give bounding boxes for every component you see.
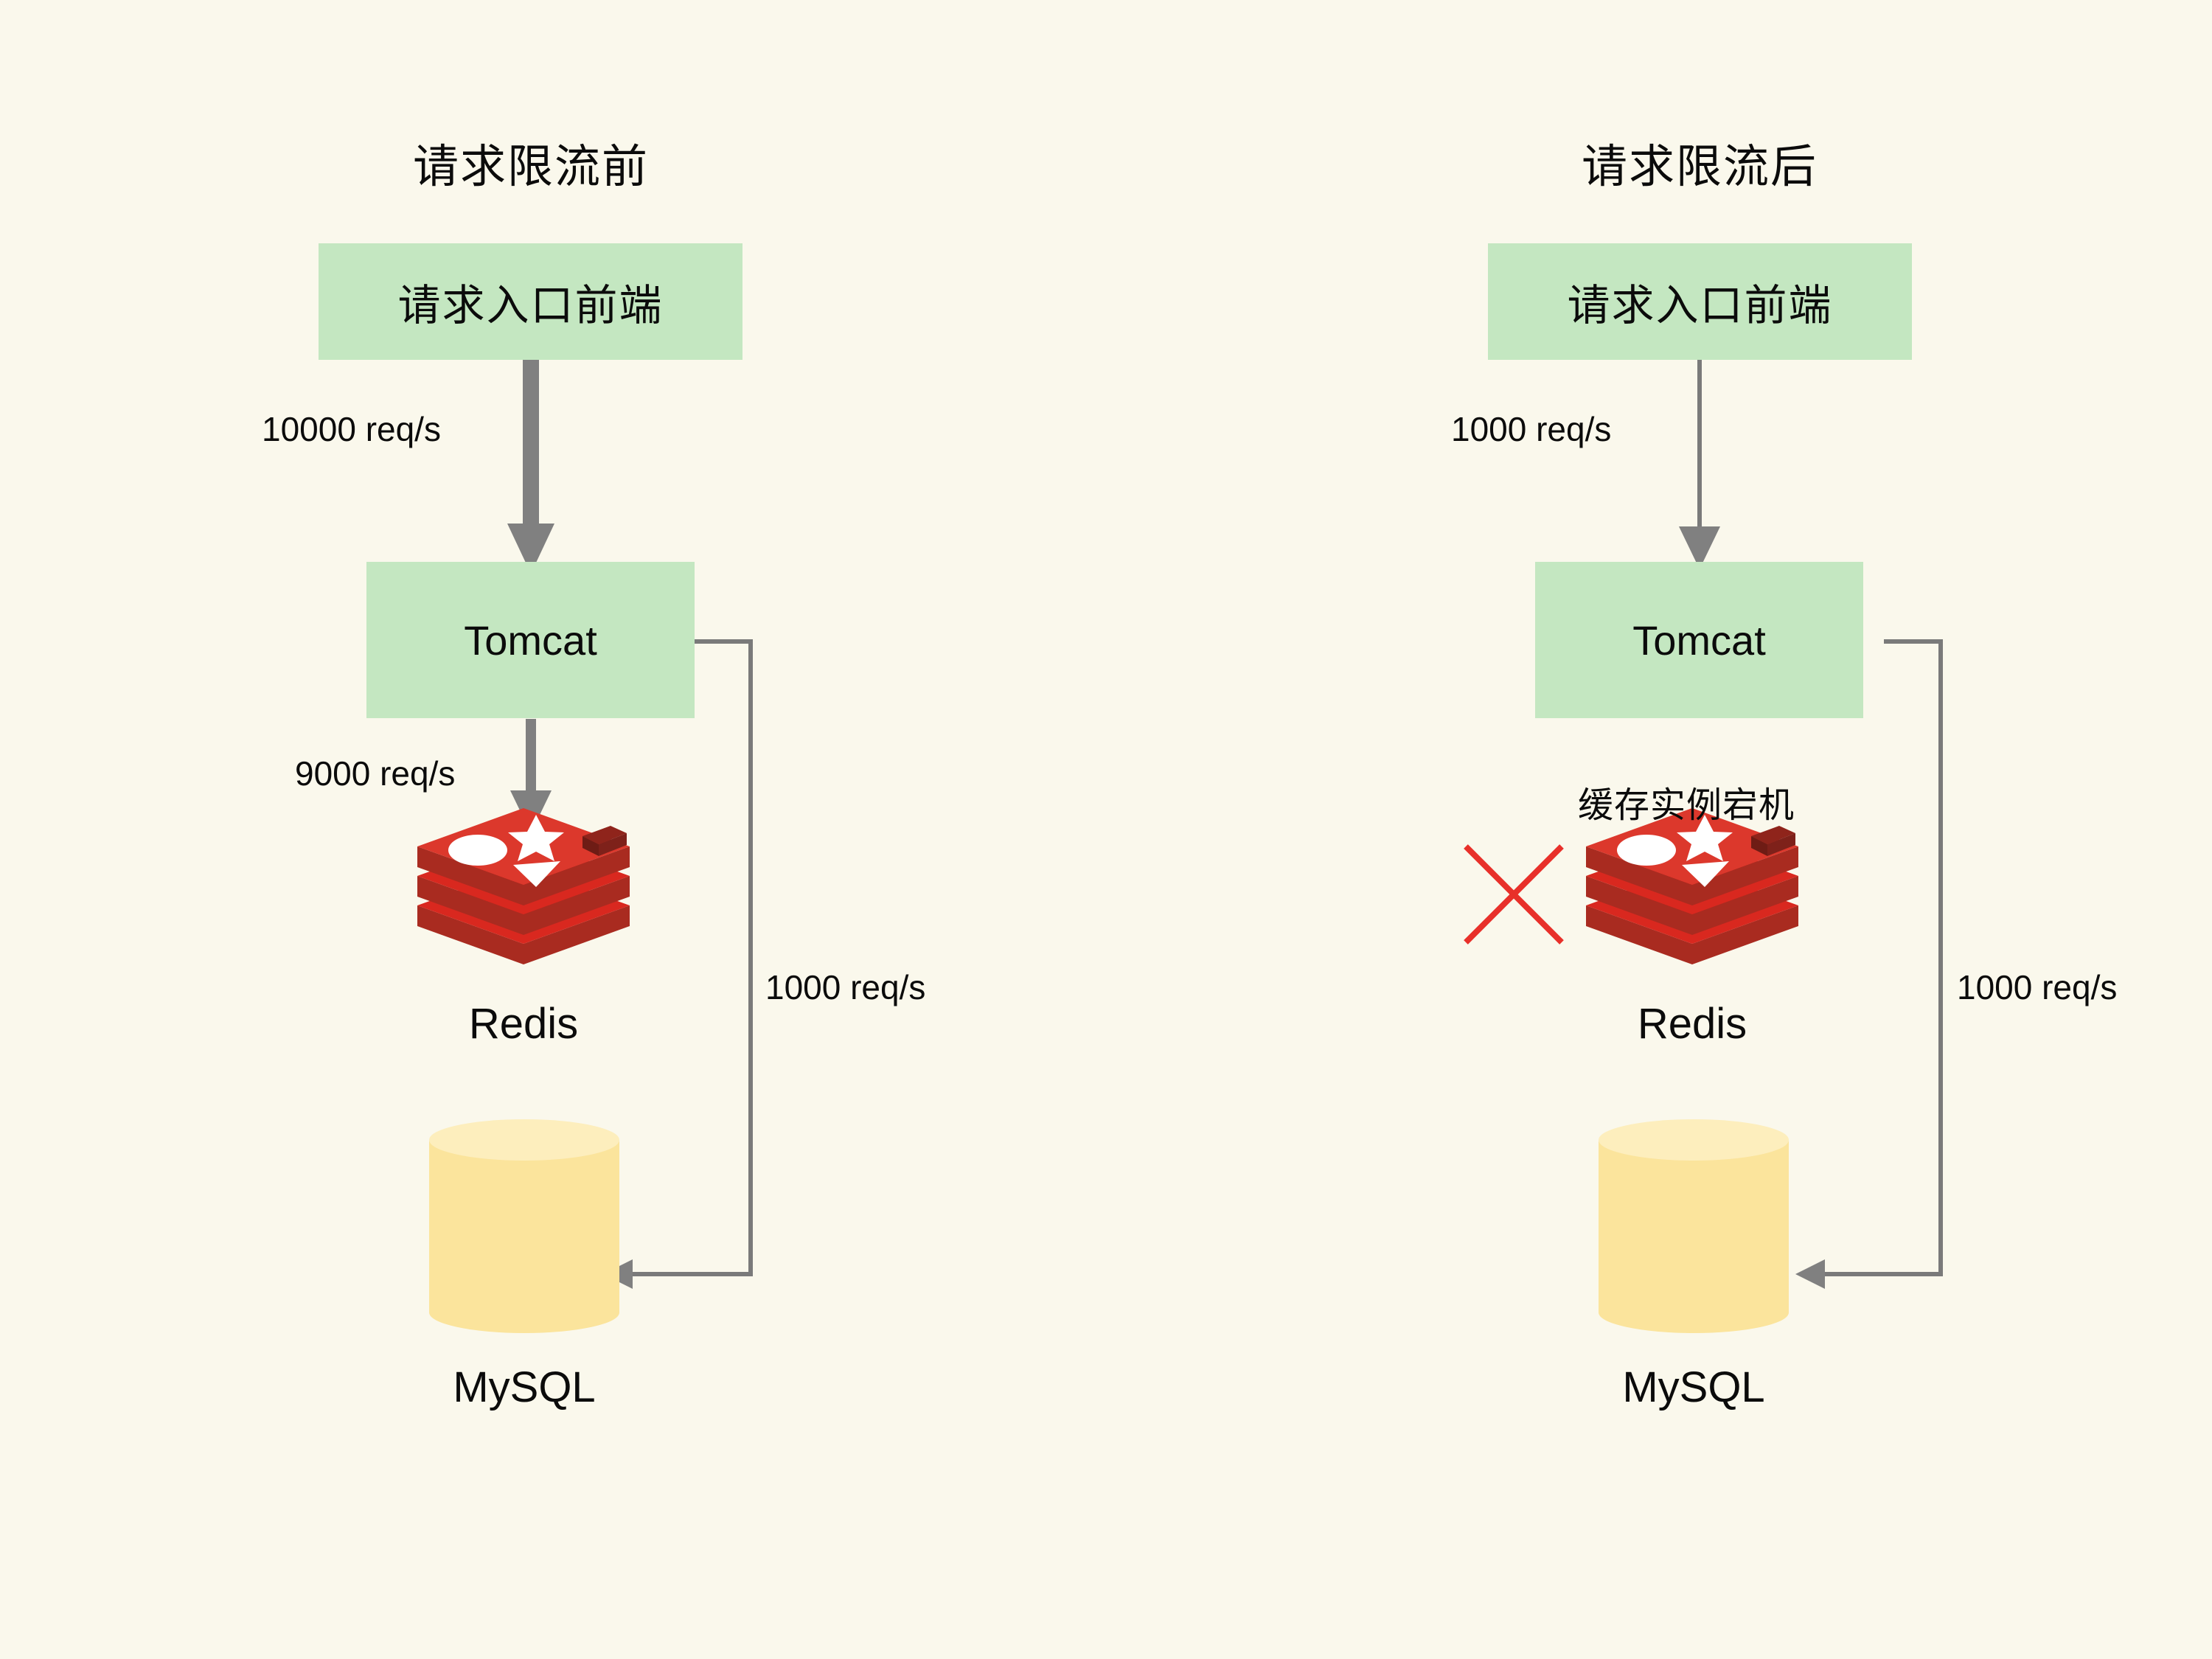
- node-frontend-left[interactable]: 请求入口前端: [319, 243, 742, 360]
- node-caption-redis-left: Redis: [468, 1000, 579, 1048]
- cylinder-top: [429, 1119, 619, 1161]
- cylinder-top: [1599, 1119, 1789, 1161]
- edge-frontend-to-tomcat-left: [507, 359, 554, 574]
- cylinder-body: [1599, 1140, 1789, 1312]
- cylinder-body: [429, 1140, 619, 1312]
- edge-label-tomcat-redis-left: 9000 req/s: [295, 754, 456, 793]
- annotation-redis-down: 缓存实例宕机: [1578, 786, 1795, 825]
- node-caption-redis-right: Redis: [1637, 1000, 1747, 1048]
- edge-label-tomcat-mysql-left: 1000 req/s: [765, 968, 926, 1006]
- node-tomcat-right[interactable]: Tomcat: [1535, 562, 1863, 718]
- node-frontend-right[interactable]: 请求入口前端: [1488, 243, 1912, 360]
- edge-frontend-to-tomcat-right: [1679, 359, 1720, 569]
- edge-tomcat-to-mysql-right: [1795, 639, 1943, 1289]
- node-caption-mysql-right: MySQL: [1622, 1363, 1765, 1411]
- redis-logo-left: [417, 808, 630, 964]
- edge-label-frontend-tomcat-right: 1000 req/s: [1451, 410, 1612, 448]
- red-x-icon: [1464, 844, 1564, 945]
- edge-label-tomcat-mysql-right: 1000 req/s: [1957, 968, 2118, 1006]
- node-mysql-left[interactable]: [429, 1119, 619, 1333]
- panel-title-before: 请求限流前: [412, 142, 649, 192]
- panel-title-after: 请求限流后: [1581, 142, 1818, 192]
- node-caption-mysql-left: MySQL: [453, 1363, 596, 1411]
- edge-tomcat-to-mysql-left: [603, 639, 753, 1289]
- node-tomcat-left[interactable]: Tomcat: [366, 562, 695, 718]
- redis-logo-right: [1586, 808, 1798, 964]
- node-mysql-right[interactable]: [1599, 1119, 1789, 1333]
- edge-label-frontend-tomcat-left: 10000 req/s: [262, 410, 441, 448]
